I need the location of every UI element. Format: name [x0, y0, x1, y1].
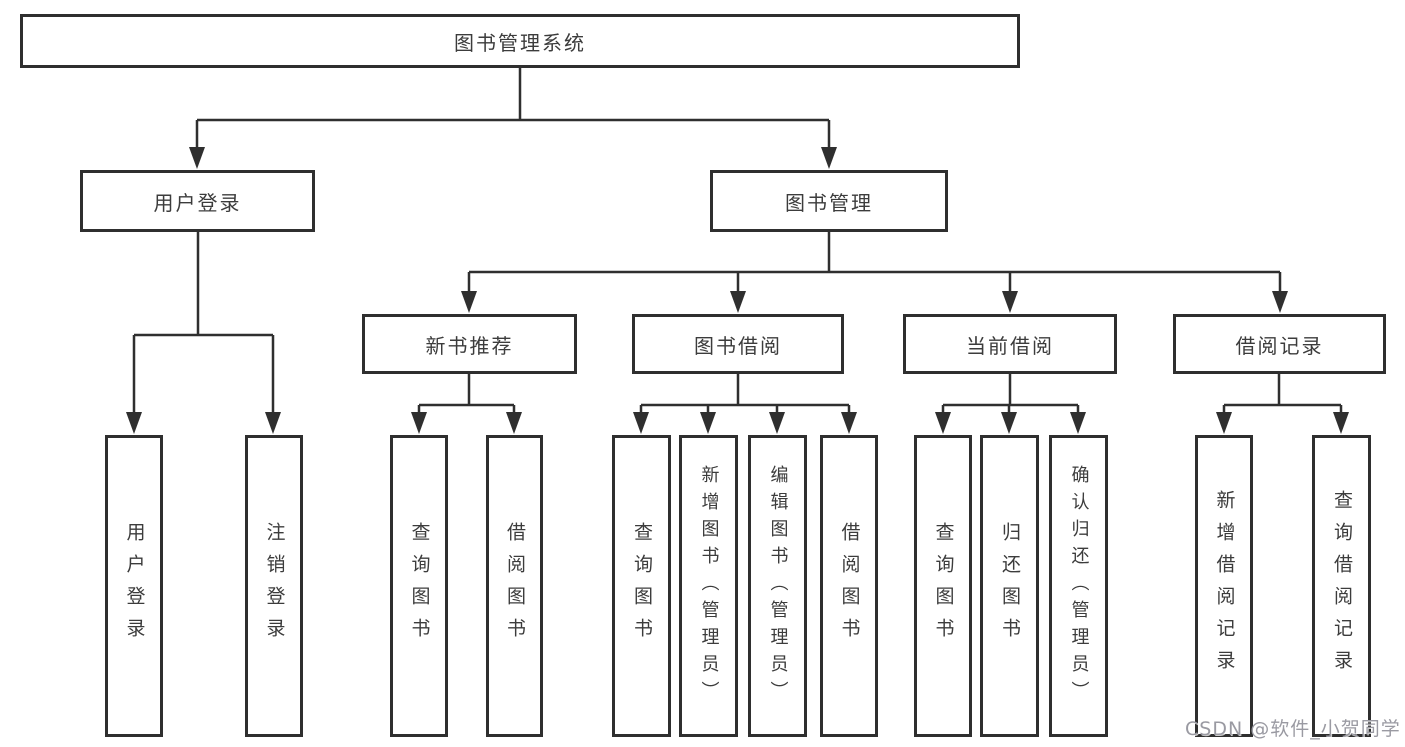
arrow-down-icon: [411, 412, 427, 434]
arrow-down-icon: [1001, 412, 1017, 434]
node-leaf-logout: 注销登录: [245, 435, 303, 737]
arrow-down-icon: [1272, 291, 1288, 313]
arrow-down-icon: [189, 147, 205, 169]
node-book-management: 图书管理: [710, 170, 948, 232]
arrow-down-icon: [1216, 412, 1232, 434]
node-leaf-borrow-books-recommend: 借阅图书: [486, 435, 543, 737]
node-user-login: 用户登录: [80, 170, 315, 232]
arrow-down-icon: [821, 147, 837, 169]
arrow-down-icon: [700, 412, 716, 434]
node-current-borrowing: 当前借阅: [903, 314, 1117, 374]
node-root-system: 图书管理系统: [20, 14, 1020, 68]
arrow-down-icon: [461, 291, 477, 313]
arrow-down-icon: [265, 412, 281, 434]
arrow-down-icon: [841, 412, 857, 434]
arrow-down-icon: [769, 412, 785, 434]
arrow-down-icon: [126, 412, 142, 434]
arrow-down-icon: [730, 291, 746, 313]
node-leaf-return-books: 归还图书: [980, 435, 1039, 737]
arrow-down-icon: [506, 412, 522, 434]
node-leaf-edit-books-admin: 编辑图书（管理员）: [748, 435, 807, 737]
node-leaf-add-borrow-record: 新增借阅记录: [1195, 435, 1253, 737]
node-leaf-add-books-admin: 新增图书（管理员）: [679, 435, 738, 737]
node-leaf-query-books-current: 查询图书: [914, 435, 972, 737]
csdn-watermark: CSDN @软件_小贺同学: [1185, 718, 1401, 740]
arrow-down-icon: [1070, 412, 1086, 434]
node-leaf-query-books-recommend: 查询图书: [390, 435, 448, 737]
arrow-down-icon: [935, 412, 951, 434]
node-leaf-query-borrow-record: 查询借阅记录: [1312, 435, 1371, 737]
arrow-down-icon: [633, 412, 649, 434]
arrow-down-icon: [1002, 291, 1018, 313]
arrow-down-icon: [1333, 412, 1349, 434]
node-borrowing-records: 借阅记录: [1173, 314, 1386, 374]
node-leaf-query-books-borrow: 查询图书: [612, 435, 671, 737]
node-new-book-recommendation: 新书推荐: [362, 314, 577, 374]
node-leaf-user-login: 用户登录: [105, 435, 163, 737]
node-book-borrowing: 图书借阅: [632, 314, 844, 374]
node-leaf-confirm-return-admin: 确认归还（管理员）: [1049, 435, 1108, 737]
node-leaf-borrow-books: 借阅图书: [820, 435, 878, 737]
